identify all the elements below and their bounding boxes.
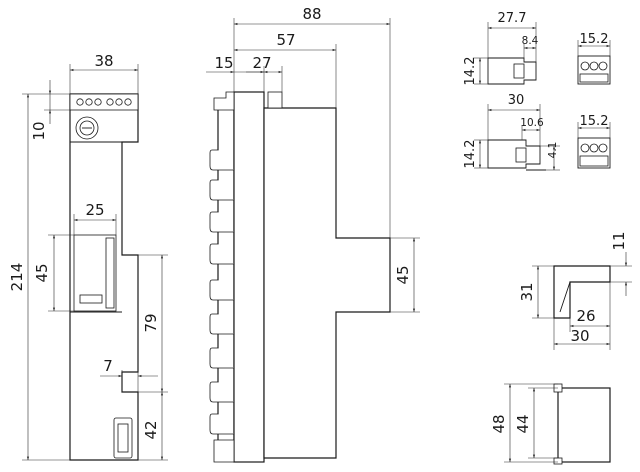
dim-bracket-inner: 26 xyxy=(576,307,595,325)
dim-side-depth-a: 15 xyxy=(214,54,233,72)
side-bottom-clip xyxy=(213,439,235,463)
tb2-latch xyxy=(515,147,527,163)
front-terminal-screws xyxy=(76,98,132,106)
bracket-rib xyxy=(559,281,571,313)
dim-front-step: 7 xyxy=(103,357,113,375)
dim-tb2-width: 30 xyxy=(508,93,525,108)
tb1-latch xyxy=(513,63,525,79)
side-base-plate xyxy=(233,91,265,463)
dim-tb1-pitch: 15.2 xyxy=(580,32,609,47)
front-view: 38 214 10 25 45 79 7 xyxy=(8,52,168,461)
cap-outline xyxy=(557,387,611,463)
dim-cap-outer: 48 xyxy=(490,414,508,433)
dim-tb1-width: 27.7 xyxy=(498,11,527,26)
side-terminal-fins xyxy=(209,149,234,435)
dim-front-width: 38 xyxy=(94,52,113,70)
dim-front-window-height: 45 xyxy=(33,263,51,282)
dim-side-body-height: 45 xyxy=(394,265,412,284)
dim-side-depth-b: 27 xyxy=(252,54,271,72)
dim-tb1-height: 14.2 xyxy=(463,57,478,86)
dim-tb1-inner: 8.4 xyxy=(522,35,539,47)
front-module-latch xyxy=(105,237,115,309)
tb2-front-outline xyxy=(577,137,611,169)
cap-bottom-tab xyxy=(553,457,563,465)
terminal-block-2: 30 10.6 4.1 14.2 15.2 xyxy=(463,93,611,171)
dim-cap-inner: 44 xyxy=(514,414,532,433)
terminal-block-1: 27.7 8.4 14.2 15.2 xyxy=(463,11,611,86)
tb2-front-slots xyxy=(579,155,609,167)
dim-front-window-width: 25 xyxy=(85,201,104,219)
dim-tb2-small: 4.1 xyxy=(547,142,559,159)
dim-bracket-top: 11 xyxy=(610,231,628,250)
dim-tb2-inner: 10.6 xyxy=(520,117,544,129)
side-top-nub xyxy=(267,91,283,109)
dim-front-top: 10 xyxy=(30,121,48,140)
tb2-side-outline xyxy=(487,139,541,169)
dim-bracket-width: 30 xyxy=(570,327,589,345)
dim-front-height: 214 xyxy=(8,263,26,292)
side-top-clip xyxy=(213,91,235,111)
side-main-housing xyxy=(263,107,391,459)
cap-view: 48 44 xyxy=(490,383,611,465)
dim-front-rail-height: 79 xyxy=(142,313,160,332)
front-bottom-clip-inner xyxy=(117,423,129,453)
bracket-view: 11 31 26 30 xyxy=(518,231,632,350)
dim-front-bottom: 42 xyxy=(142,420,160,439)
tb1-front-slots xyxy=(579,73,609,83)
dim-side-total-depth: 88 xyxy=(302,5,321,23)
front-module-label xyxy=(79,294,103,304)
side-view: 88 57 15 27 45 xyxy=(206,5,420,463)
dim-tb2-height: 14.2 xyxy=(463,140,478,169)
dim-bracket-height: 31 xyxy=(518,282,536,301)
dim-side-depth-mid: 57 xyxy=(276,31,295,49)
tb1-side-outline xyxy=(487,57,537,85)
dim-tb2-pitch: 15.2 xyxy=(580,114,609,129)
front-terminal-strip xyxy=(69,93,139,111)
tb1-front-outline xyxy=(577,55,611,85)
